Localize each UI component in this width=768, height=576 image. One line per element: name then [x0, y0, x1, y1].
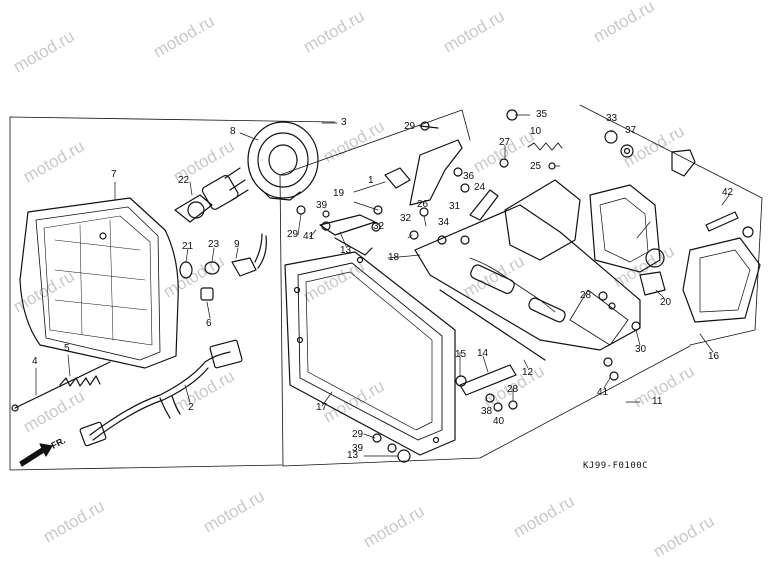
fasteners — [296, 109, 641, 463]
small-hardware-right — [604, 130, 754, 238]
callout-42: 42 — [722, 187, 734, 198]
adjuster-motor-assembly — [504, 179, 666, 296]
callout-24: 24 — [474, 182, 486, 193]
callout-5: 5 — [64, 343, 70, 354]
callout-28: 28 — [507, 384, 519, 395]
adjusting-screw — [11, 361, 111, 412]
callout-40: 40 — [493, 416, 505, 427]
callout-31: 31 — [449, 201, 461, 212]
callout-15: 15 — [455, 349, 467, 360]
callout-20: 20 — [660, 297, 672, 308]
callout-29: 29 — [404, 121, 416, 132]
assembly-boundary-right — [579, 104, 763, 346]
callout-32: 32 — [400, 213, 412, 224]
upper-bracket — [319, 139, 499, 256]
motor-cover — [682, 237, 761, 323]
callout-28-upper: 28 — [580, 290, 592, 301]
callout-30: 30 — [635, 344, 647, 355]
headlight-bulb — [174, 167, 249, 223]
callout-3: 3 — [341, 117, 347, 128]
dust-cover — [247, 121, 319, 201]
callout-41-right: 41 — [597, 387, 609, 398]
callout-29-left: 29 — [287, 229, 299, 240]
headlight-case — [284, 251, 456, 456]
callout-10: 10 — [530, 126, 542, 137]
stay-rod — [439, 289, 546, 361]
wire-harness — [79, 339, 243, 447]
front-direction-arrow — [19, 443, 53, 467]
callout-1: 1 — [368, 175, 374, 186]
callout-8: 8 — [230, 126, 236, 137]
callout-36: 36 — [463, 171, 475, 182]
callout-9: 9 — [234, 239, 240, 250]
callout-13: 13 — [340, 245, 352, 256]
callout-29-lower: 29 — [352, 429, 364, 440]
callout-37: 37 — [625, 125, 637, 136]
callout-16: 16 — [708, 351, 720, 362]
callout-27: 27 — [499, 137, 511, 148]
callout-14: 14 — [477, 348, 489, 359]
callout-2: 2 — [188, 402, 194, 413]
callout-17: 17 — [316, 402, 328, 413]
callout-13-lower: 13 — [347, 450, 359, 461]
callout-21: 21 — [182, 241, 194, 252]
callout-6: 6 — [206, 318, 212, 329]
link-plate — [459, 364, 517, 396]
assembly-boundary-frame — [279, 109, 471, 467]
drawing-code: KJ99-F0100C — [583, 461, 649, 471]
socket-clip — [200, 287, 214, 301]
lower-stay — [414, 204, 641, 351]
assembly-boundary-left — [9, 116, 336, 471]
callout-39: 39 — [316, 200, 328, 211]
headlight-lens-unit — [19, 197, 179, 369]
callout-41: 41 — [303, 231, 315, 242]
callout-32-left: 32 — [373, 221, 385, 232]
callout-4: 4 — [32, 356, 38, 367]
callout-38: 38 — [481, 406, 493, 417]
callout-19: 19 — [333, 188, 345, 199]
callout-26: 26 — [417, 199, 429, 210]
callout-25: 25 — [530, 161, 542, 172]
callout-11: 11 — [652, 396, 663, 407]
callout-7: 7 — [111, 169, 117, 180]
callout-23: 23 — [208, 239, 220, 250]
callout-18: 18 — [388, 252, 400, 263]
callout-33: 33 — [606, 113, 618, 124]
callout-39-lower: 39 — [352, 443, 364, 454]
callout-35: 35 — [536, 109, 548, 120]
callout-22: 22 — [178, 175, 190, 186]
callout-12: 12 — [522, 367, 534, 378]
callout-34: 34 — [438, 217, 450, 228]
leader-lines — [35, 114, 731, 457]
assembly-boundary-frame-bottom — [282, 345, 691, 467]
